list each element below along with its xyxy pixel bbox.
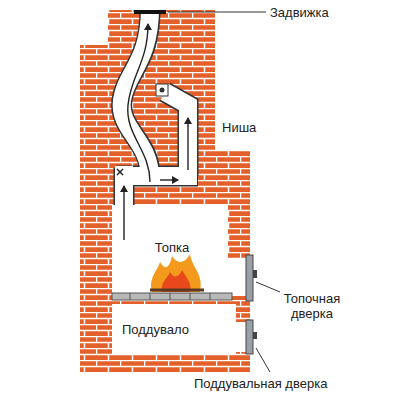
part-label: Топочная дверка xyxy=(267,291,357,321)
part-label: Поддувальная дверка xyxy=(194,376,327,391)
ash-pit xyxy=(112,304,236,355)
part-label: Поддувало xyxy=(122,322,189,337)
flue-outline xyxy=(116,10,198,212)
valve-symbol xyxy=(156,84,168,96)
flow-arrow xyxy=(124,24,188,240)
leader-line xyxy=(168,12,280,372)
valve-symbol xyxy=(160,88,165,93)
brick-body xyxy=(80,10,250,372)
firebox xyxy=(112,205,228,293)
part-label: Топка xyxy=(155,240,189,255)
cross-mark xyxy=(117,169,123,175)
door-handle xyxy=(253,270,257,278)
flue-channel xyxy=(117,8,197,214)
firebox-opening xyxy=(226,258,248,296)
damper xyxy=(134,10,166,14)
firebox-door xyxy=(246,255,253,301)
ash-door xyxy=(246,320,253,354)
flame xyxy=(150,254,204,292)
grate-bars xyxy=(130,293,210,300)
door-handle xyxy=(253,332,257,339)
part-label: Ниша xyxy=(222,120,256,135)
part-label: Задвижка xyxy=(270,5,329,20)
grate xyxy=(112,293,232,300)
